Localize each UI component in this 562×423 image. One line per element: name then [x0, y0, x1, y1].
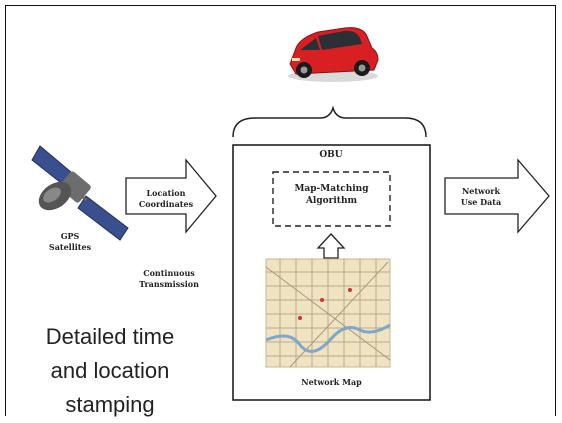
network-data-label: Network Use Data	[460, 186, 502, 207]
location-arrow	[125, 158, 217, 234]
satellite-icon	[31, 145, 129, 241]
algorithm-label: Map-Matching Algorithm	[294, 184, 369, 206]
brace	[232, 105, 427, 138]
caption-line-2: and location	[50, 358, 170, 383]
network-map-image	[265, 258, 391, 368]
transmission-label: Continuous Transmission	[139, 268, 199, 289]
caption-line-1: Detailed time	[45, 324, 175, 349]
network-map-label: Network Map	[301, 377, 362, 387]
diagram-frame	[5, 5, 556, 416]
car-icon	[288, 27, 379, 82]
algorithm-box	[272, 171, 391, 227]
network-data-arrow	[444, 158, 550, 234]
up-arrow	[316, 233, 346, 259]
location-arrow-label: Location Coordinates	[138, 188, 194, 209]
obu-title: OBU	[319, 150, 343, 160]
caption-line-3: stamping	[65, 392, 155, 417]
gps-label: GPS Satellites	[48, 231, 92, 252]
